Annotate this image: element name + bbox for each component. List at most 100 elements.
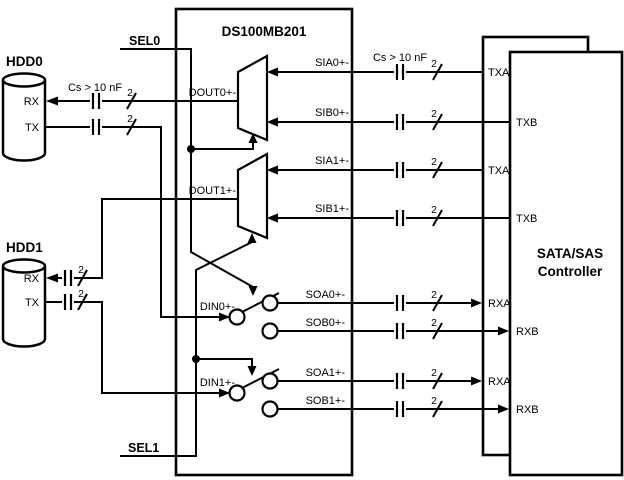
mux0 bbox=[236, 54, 278, 142]
arrowhead-into-din0 bbox=[219, 312, 230, 322]
hdd1-tx-port: TX bbox=[25, 297, 40, 309]
sel1-junction-dot bbox=[192, 355, 200, 363]
bus-width-label: 2 bbox=[431, 204, 437, 216]
bus-slash bbox=[77, 269, 88, 287]
dout1-pin-label: DOUT1+- bbox=[189, 185, 237, 197]
bus-width-label: 2 bbox=[127, 87, 133, 99]
hdd1-cylinder bbox=[1, 258, 47, 348]
bus-slash bbox=[432, 63, 443, 81]
capacitor bbox=[394, 373, 406, 389]
bus-width-label: 2 bbox=[431, 108, 437, 120]
sob0-pin-label: SOB0+- bbox=[306, 317, 346, 329]
switch-din1 bbox=[228, 368, 280, 418]
mux1-input-a-arrowhead bbox=[267, 165, 278, 175]
bus-slash bbox=[432, 161, 443, 179]
coupling-capacitors bbox=[62, 64, 406, 417]
arrowhead-sel1-to-mux1 bbox=[247, 233, 257, 243]
controller-txa0-port: TXA bbox=[488, 67, 510, 79]
din0-pin-label: DIN0+- bbox=[200, 301, 235, 313]
capacitor bbox=[90, 93, 102, 109]
din1-pin-label: DIN1+- bbox=[200, 377, 235, 389]
switch-din0-pole bbox=[228, 308, 246, 326]
bus-slash bbox=[126, 118, 137, 136]
bus-width-label: 2 bbox=[78, 264, 84, 276]
capacitor bbox=[394, 114, 406, 130]
bus-width-label: 2 bbox=[127, 113, 133, 125]
controller-rxb0-port: RXB bbox=[516, 326, 539, 338]
arrowhead-sel1-to-switch1 bbox=[247, 366, 257, 376]
controller-txb0-port: TXB bbox=[516, 117, 537, 129]
wire-soa1-to-rxa bbox=[278, 376, 482, 386]
bus-slash bbox=[432, 209, 443, 227]
bus-width-label: 2 bbox=[431, 367, 437, 379]
capacitor bbox=[394, 401, 406, 417]
capacitor bbox=[62, 294, 74, 310]
capacitor bbox=[394, 64, 406, 80]
bus-slash bbox=[432, 400, 443, 418]
bus-width-label: 2 bbox=[431, 58, 437, 70]
arrowhead-into-hdd1-rx bbox=[46, 273, 58, 283]
wire-sel1 bbox=[120, 233, 257, 457]
bus-slash bbox=[77, 293, 88, 311]
arrowhead-into-din1 bbox=[219, 388, 230, 398]
cap-note-left: Cs > 10 nF bbox=[68, 82, 122, 94]
controller-rxa1-port: RXA bbox=[488, 376, 511, 388]
switch-din0 bbox=[228, 292, 280, 340]
capacitor bbox=[394, 323, 406, 339]
controller-rxb1-port: RXB bbox=[516, 404, 539, 416]
capacitor bbox=[394, 210, 406, 226]
wire-hdd0-tx-to-din0 bbox=[46, 126, 230, 322]
capacitor bbox=[90, 119, 102, 135]
arrowhead-sel0-to-mux0 bbox=[248, 133, 258, 143]
bus-slash bbox=[126, 92, 137, 110]
bus-width-label: 2 bbox=[431, 289, 437, 301]
controller-title-line1: SATA/SAS bbox=[537, 246, 603, 261]
controller-front-box bbox=[508, 50, 624, 477]
sia1-pin-label: SIA1+- bbox=[315, 155, 349, 167]
bus-slash bbox=[432, 372, 443, 390]
hdd1-label: HDD1 bbox=[6, 240, 43, 255]
bus-slash bbox=[432, 322, 443, 340]
sib0-pin-label: SIB0+- bbox=[315, 107, 349, 119]
sel0-label: SEL0 bbox=[129, 34, 160, 48]
sob1-pin-label: SOB1+- bbox=[306, 395, 346, 407]
bus-width-label: 2 bbox=[431, 317, 437, 329]
switch-din0-throw-b bbox=[261, 322, 279, 340]
switch-din1-throw-a bbox=[261, 372, 279, 390]
bus-width-label: 2 bbox=[431, 156, 437, 168]
wire-soa0-to-rxa bbox=[278, 298, 482, 308]
arrowhead-sel0-to-switch0 bbox=[248, 286, 258, 296]
wire-sob0-to-rxb bbox=[278, 326, 509, 336]
arrowhead-into-hdd0-rx bbox=[46, 96, 58, 106]
soa1-pin-label: SOA1+- bbox=[306, 367, 346, 379]
hdd1-rx-port: RX bbox=[24, 273, 40, 285]
wire-dout0-to-hdd0-rx bbox=[46, 96, 238, 106]
sel0-junction-dot bbox=[187, 145, 195, 153]
switch-din1-pole bbox=[228, 384, 246, 402]
controller-txb1-port: TXB bbox=[516, 213, 537, 225]
bus-width-label: 2 bbox=[431, 395, 437, 407]
capacitor bbox=[394, 162, 406, 178]
sib1-pin-label: SIB1+- bbox=[315, 203, 349, 215]
bus-slash bbox=[432, 294, 443, 312]
controller-title-line2: Controller bbox=[538, 264, 603, 279]
dout0-pin-label: DOUT0+- bbox=[189, 87, 237, 99]
switch-din0-throw-a bbox=[261, 294, 279, 312]
controller-txa1-port: TXA bbox=[488, 165, 510, 177]
bus-slash bbox=[432, 113, 443, 131]
switch-din1-throw-b bbox=[261, 400, 279, 418]
hdd0-label: HDD0 bbox=[6, 54, 43, 69]
switch-din1-blade bbox=[241, 368, 280, 389]
controller-rxa0-port: RXA bbox=[488, 298, 511, 310]
wire-sel0 bbox=[120, 48, 258, 296]
mux1-input-b-arrowhead bbox=[267, 213, 278, 223]
hdd0-tx-port: TX bbox=[25, 122, 40, 134]
mux1 bbox=[236, 152, 278, 240]
sia0-pin-label: SIA0+- bbox=[315, 57, 349, 69]
capacitor bbox=[62, 270, 74, 286]
soa0-pin-label: SOA0+- bbox=[306, 289, 346, 301]
bus-width-slashes bbox=[77, 63, 443, 418]
mux0-input-b-arrowhead bbox=[267, 117, 278, 127]
